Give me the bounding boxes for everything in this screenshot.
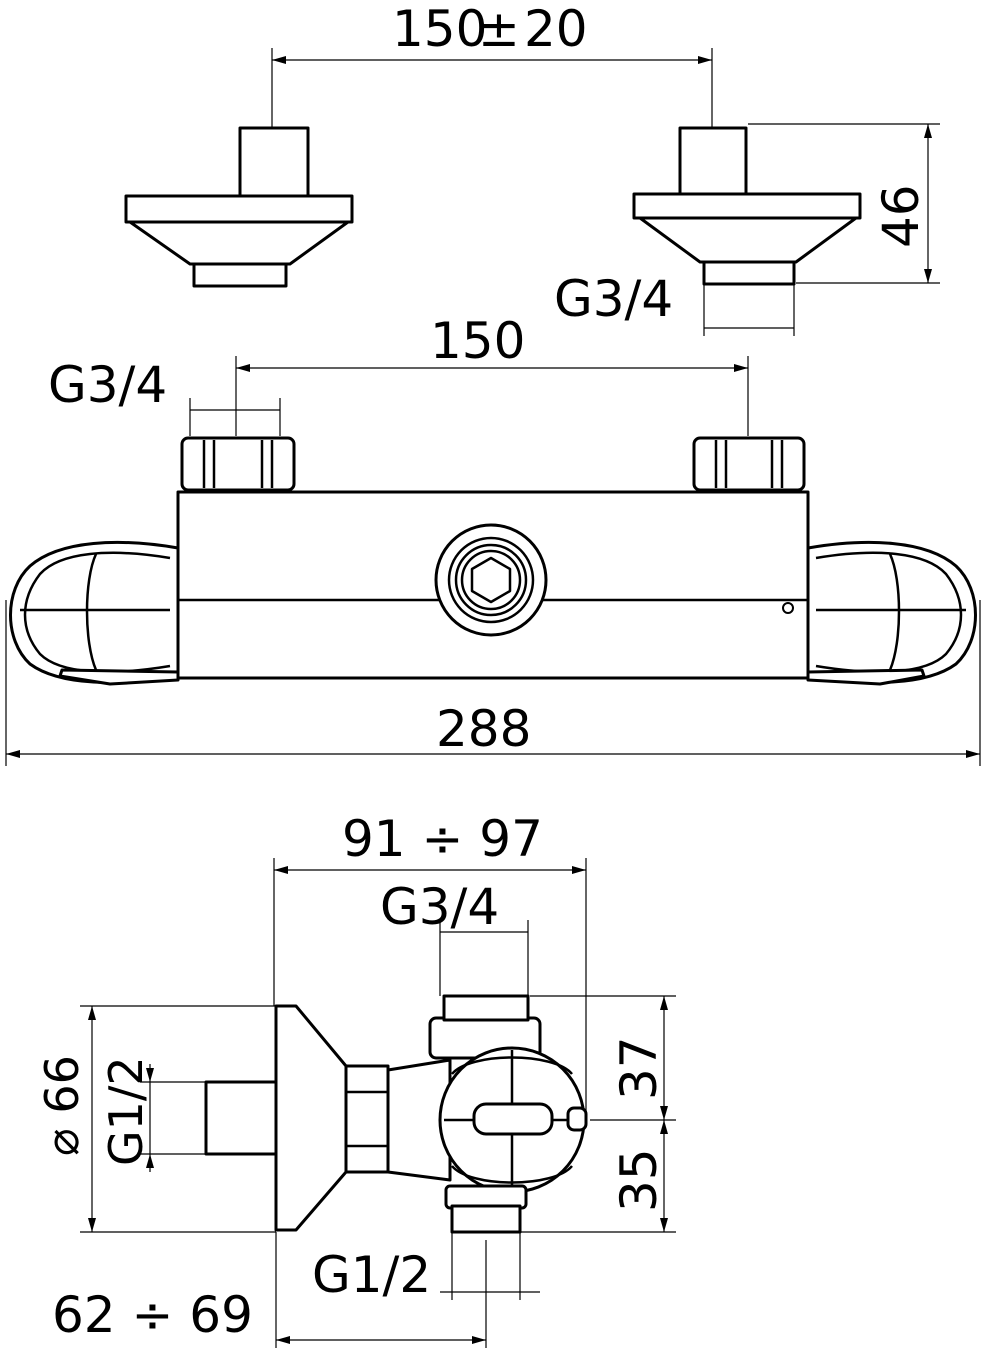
front-inlet-spacing-label: 150	[430, 312, 525, 370]
eccentric-fitting-right	[632, 48, 862, 286]
upper-height-label: 37	[610, 1036, 668, 1100]
lower-height-label: 35	[610, 1148, 668, 1212]
dim-side-heights: 37 35	[518, 995, 676, 1233]
side-wall-rosette	[204, 1004, 348, 1232]
dim-diameter: ⌀ 66	[35, 1005, 276, 1233]
top-spacing-tolerance-symbol: ±	[478, 0, 520, 58]
eccentric-fitting-left	[124, 48, 354, 288]
top-thread-label: G3/4	[554, 270, 673, 328]
dim-top-thread: G3/4	[554, 270, 795, 336]
dim-side-top-thread: G3/4	[380, 878, 529, 996]
front-inlet-spacing-dim: 150	[235, 312, 749, 436]
top-spacing-label: 150	[392, 0, 487, 58]
height-46-label: 46	[872, 184, 930, 248]
front-thread-label: G3/4	[48, 356, 167, 414]
outlet-thread-label: G1/2	[312, 1246, 431, 1304]
dim-outlet-thread: G1/2	[312, 1232, 540, 1304]
top-spacing-tolerance-value: 20	[524, 0, 588, 58]
dim-height-46: 46	[748, 123, 940, 284]
handle-right	[806, 540, 977, 686]
dim-rear-thread: G1/2	[99, 1056, 206, 1172]
dim-wall-depth: 62 ÷ 69	[52, 1232, 487, 1348]
front-thread-dim: G3/4	[48, 356, 281, 436]
inlet-connector-left	[180, 436, 296, 492]
shower-outlet	[434, 523, 548, 637]
dim-depth: 91 ÷ 97	[273, 810, 587, 1120]
rear-thread-label: G1/2	[99, 1056, 153, 1166]
diameter-label: ⌀ 66	[35, 1055, 89, 1156]
overall-width-label: 288	[436, 700, 531, 758]
side-top-thread-label: G3/4	[380, 878, 499, 936]
inlet-connector-right	[692, 436, 806, 492]
wall-depth-label: 62 ÷ 69	[52, 1286, 253, 1344]
depth-label: 91 ÷ 97	[342, 810, 543, 868]
side-union-nut	[344, 1064, 390, 1174]
dim-top-spacing: 150 ± 20	[272, 0, 712, 64]
handle-left	[9, 540, 180, 686]
side-body	[386, 994, 588, 1234]
dim-overall-width: 288	[5, 600, 981, 766]
